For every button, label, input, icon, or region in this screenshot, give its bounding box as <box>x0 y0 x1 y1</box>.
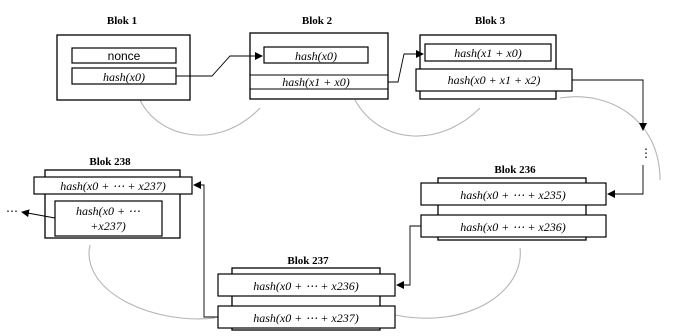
block-238-title: Blok 238 <box>89 156 131 168</box>
block-238-hash-box <box>54 200 163 237</box>
block-2-title: Blok 2 <box>302 15 333 27</box>
block-2-prev-box <box>263 46 369 64</box>
block-1-nonce: nonce <box>108 49 141 63</box>
arrow-block2-to-block3 <box>388 50 424 83</box>
block-236: Blok 236 hash(x0 + ⋯ + x235) hash(x0 + ⋯… <box>420 164 607 241</box>
block-2-frame <box>249 32 389 100</box>
block-3-prev-hash: hash(x1 + x0) <box>454 46 521 60</box>
arrow-block3-down <box>572 79 647 131</box>
chain-2-3 <box>354 99 481 137</box>
block-3-prev-box <box>424 43 552 62</box>
chain-238-237 <box>88 244 216 320</box>
chain-links <box>88 96 661 320</box>
block-238-hash-line2: +x237) <box>90 219 125 233</box>
arrow-to-block236 <box>607 165 644 198</box>
block-236-title: Blok 236 <box>494 164 536 176</box>
block-238-prev-box <box>33 176 193 195</box>
block-238-prev-hash: hash(x0 + ⋯ + x237) <box>60 179 166 193</box>
arrow-block236-to-block237 <box>396 225 421 289</box>
block-238: Blok 238 hash(x0 + ⋯ + x237) hash(x0 + ⋯… <box>33 156 193 239</box>
arrow-block238-left <box>21 209 56 219</box>
chain-237-236 <box>394 247 521 319</box>
block-237-prev-hash: hash(x0 + ⋯ + x236) <box>253 279 359 293</box>
block-3-title: Blok 3 <box>475 15 506 27</box>
block-1: Blok 1 nonce hash(x0) <box>56 15 191 101</box>
vertical-ellipsis: ⋮ <box>640 146 652 160</box>
block-2-hash: hash(x1 + x0) <box>282 75 349 89</box>
block-236-prev-hash: hash(x0 + ⋯ + x235) <box>460 188 566 202</box>
block-236-prev-box <box>420 182 607 206</box>
chain-3-236 <box>559 96 661 181</box>
block-237-prev-box <box>217 273 396 297</box>
block-2: Blok 2 hash(x0) hash(x1 + x0) <box>249 15 389 100</box>
left-ellipsis: ⋯ <box>6 204 18 218</box>
block-3: Blok 3 hash(x1 + x0) hash(x0 + x1 + x2) <box>415 15 573 100</box>
block-236-hash: hash(x0 + ⋯ + x236) <box>460 220 566 234</box>
arrow-block237-to-block238 <box>193 181 218 318</box>
chain-1-2 <box>139 99 261 136</box>
block-1-hash: hash(x0) <box>103 70 145 84</box>
block-237-title: Blok 237 <box>287 255 329 267</box>
block-1-title: Blok 1 <box>107 15 137 27</box>
block-237-hash: hash(x0 + ⋯ + x237) <box>253 311 359 325</box>
block-2-prev-hash: hash(x0) <box>295 49 337 63</box>
block-238-hash-line1: hash(x0 + ⋯ <box>76 204 140 218</box>
block-237: Blok 237 hash(x0 + ⋯ + x236) hash(x0 + ⋯… <box>217 255 396 331</box>
arrow-block1-to-block2 <box>176 52 263 77</box>
block-1-nonce-box <box>71 47 177 64</box>
block-3-hash: hash(x0 + x1 + x2) <box>448 73 541 87</box>
arrows: ⋮ ⋯ <box>6 50 652 318</box>
